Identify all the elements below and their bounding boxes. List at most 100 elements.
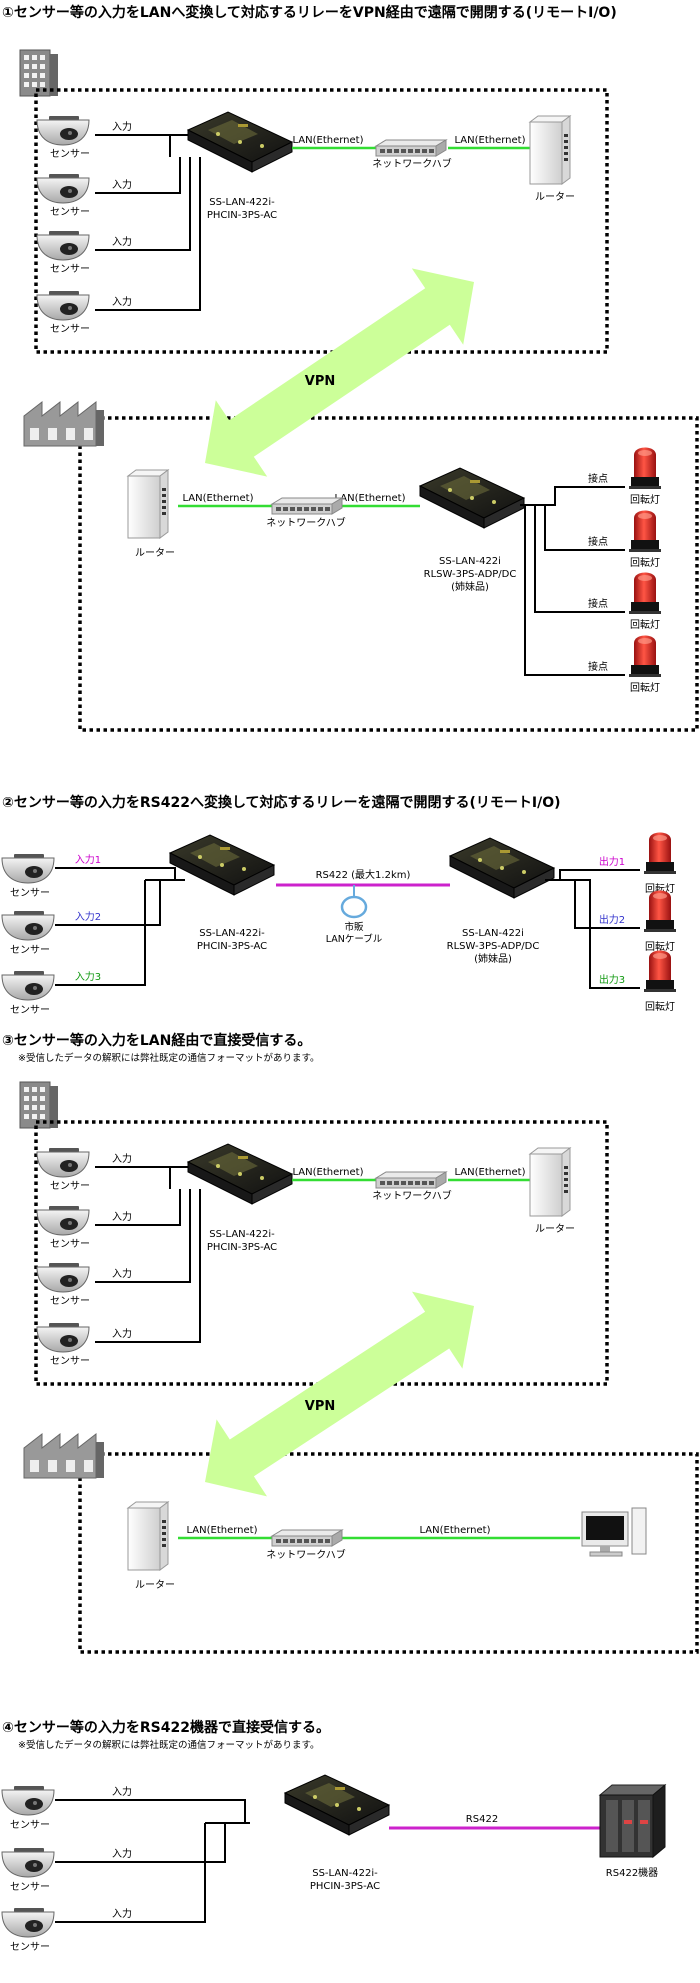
lan-label: LAN(Ethernet) bbox=[292, 1167, 363, 1178]
device-model-label: SS-LAN-422i bbox=[462, 928, 524, 939]
dome-camera-icon bbox=[1, 970, 55, 1001]
vpn-arrow bbox=[205, 268, 474, 477]
lan-label: LAN(Ethernet) bbox=[334, 493, 405, 504]
vpn-label: VPN bbox=[305, 374, 335, 389]
rotating-beacon-icon bbox=[629, 635, 661, 677]
rs422-device-icon bbox=[622, 1800, 634, 1852]
router-label: ルーター bbox=[135, 1579, 175, 1591]
router-icon bbox=[529, 1147, 571, 1217]
sensor-label: センサー bbox=[50, 263, 90, 275]
network-hub-icon bbox=[375, 139, 447, 157]
device-model-label: RLSW-3PS-ADP/DC bbox=[447, 941, 540, 952]
contact-label: 接点 bbox=[588, 660, 608, 673]
output-wire bbox=[520, 504, 625, 613]
input-label: 入力 bbox=[112, 1785, 132, 1798]
factory-icon bbox=[23, 401, 105, 447]
pc-monitor-icon bbox=[631, 1507, 647, 1555]
sensor-label: センサー bbox=[10, 1819, 50, 1831]
sensor-label: センサー bbox=[50, 1238, 90, 1250]
site-a-boundary bbox=[34, 1120, 609, 1386]
rotating-beacon-icon bbox=[644, 950, 676, 992]
rs422-device-icon bbox=[652, 1783, 666, 1859]
input-label: 入力 bbox=[112, 178, 132, 191]
output-label: 出力1 bbox=[599, 855, 625, 868]
contact-label: 接点 bbox=[588, 535, 608, 548]
sensor-label: センサー bbox=[10, 887, 50, 899]
converter-box-icon bbox=[419, 467, 525, 529]
rs422-link-label: RS422 bbox=[466, 1814, 498, 1825]
input-label: 入力 bbox=[112, 120, 132, 133]
device-model-label: SS-LAN-422i- bbox=[209, 197, 275, 208]
converter-box-icon bbox=[449, 837, 555, 899]
converter-box-icon bbox=[187, 111, 293, 173]
router-label: ルーター bbox=[535, 1223, 575, 1235]
device-model-label: (姉妹品) bbox=[451, 580, 489, 593]
dome-camera-icon bbox=[36, 1147, 90, 1178]
input-wire bbox=[95, 157, 181, 194]
factory-icon bbox=[23, 1433, 105, 1479]
dome-camera-icon bbox=[36, 1262, 90, 1293]
section-3-note: ※受信したデータの解釈には弊社既定の通信フォーマットがあります。 bbox=[18, 1052, 320, 1064]
section-4-title: ④センサー等の入力をRS422機器で直接受信する。 bbox=[2, 1719, 330, 1736]
device-model-label: PHCIN-3PS-AC bbox=[207, 210, 277, 221]
input-label: 入力 bbox=[112, 1210, 132, 1223]
converter-box-icon bbox=[169, 834, 275, 896]
rotating-beacon-icon bbox=[644, 890, 676, 932]
input-wire bbox=[95, 1189, 181, 1226]
network-hub-icon bbox=[271, 1529, 343, 1547]
input-wire bbox=[95, 134, 172, 157]
device-model-label: RLSW-3PS-ADP/DC bbox=[424, 569, 517, 580]
lamp-label: 回転灯 bbox=[630, 619, 660, 631]
router-label: ルーター bbox=[535, 191, 575, 203]
rotating-beacon-icon bbox=[629, 510, 661, 552]
input-label: 入力3 bbox=[75, 970, 101, 983]
output-label: 出力3 bbox=[599, 973, 625, 986]
input-label: 入力 bbox=[112, 1267, 132, 1280]
router-icon bbox=[127, 469, 169, 539]
sensor-label: センサー bbox=[50, 148, 90, 160]
input-wire bbox=[95, 157, 201, 311]
pc-monitor-icon bbox=[589, 1551, 623, 1557]
input-wire bbox=[55, 880, 161, 926]
lan-label: LAN(Ethernet) bbox=[186, 1525, 257, 1536]
device-model-label: PHCIN-3PS-AC bbox=[207, 1242, 277, 1253]
hub-label: ネットワークハブ bbox=[372, 1189, 452, 1202]
vpn-label: VPN bbox=[305, 1399, 335, 1414]
contact-label: 接点 bbox=[588, 472, 608, 485]
input-label: 入力 bbox=[112, 235, 132, 248]
rs422-device-icon bbox=[624, 1820, 632, 1824]
dome-camera-icon bbox=[36, 173, 90, 204]
section-3-title: ③センサー等の入力をLAN経由で直接受信する。 bbox=[2, 1032, 311, 1049]
sensor-label: センサー bbox=[50, 1180, 90, 1192]
converter-box-icon bbox=[284, 1774, 390, 1836]
router-icon bbox=[127, 1501, 169, 1571]
device-model-label: SS-LAN-422i- bbox=[209, 1229, 275, 1240]
dome-camera-icon bbox=[1, 1907, 55, 1938]
input-wire bbox=[95, 157, 191, 251]
rotating-beacon-icon bbox=[629, 447, 661, 489]
lan-label: LAN(Ethernet) bbox=[454, 1167, 525, 1178]
output-label: 出力2 bbox=[599, 913, 625, 926]
lamp-label: 回転灯 bbox=[630, 682, 660, 694]
device-model-label: SS-LAN-422i- bbox=[312, 1868, 378, 1879]
output-wire bbox=[545, 869, 640, 881]
input-wire bbox=[55, 1799, 246, 1823]
input-wire bbox=[95, 1189, 191, 1283]
input-label: 入力 bbox=[112, 1327, 132, 1340]
output-wire bbox=[520, 504, 625, 676]
lamp-label: 回転灯 bbox=[645, 1001, 675, 1013]
lamp-label: 回転灯 bbox=[630, 494, 660, 506]
converter-box-icon bbox=[187, 1143, 293, 1205]
lan-label: LAN(Ethernet) bbox=[419, 1525, 490, 1536]
input-label: 入力 bbox=[112, 1847, 132, 1860]
input-wire bbox=[55, 1823, 226, 1863]
device-model-label: SS-LAN-422i- bbox=[199, 928, 265, 939]
sensor-label: センサー bbox=[10, 944, 50, 956]
dome-camera-icon bbox=[1, 910, 55, 941]
sensor-label: センサー bbox=[50, 1355, 90, 1367]
rotating-beacon-icon bbox=[644, 832, 676, 874]
hub-label: ネットワークハブ bbox=[372, 157, 452, 170]
site-a-boundary bbox=[34, 88, 609, 354]
contact-label: 接点 bbox=[588, 597, 608, 610]
